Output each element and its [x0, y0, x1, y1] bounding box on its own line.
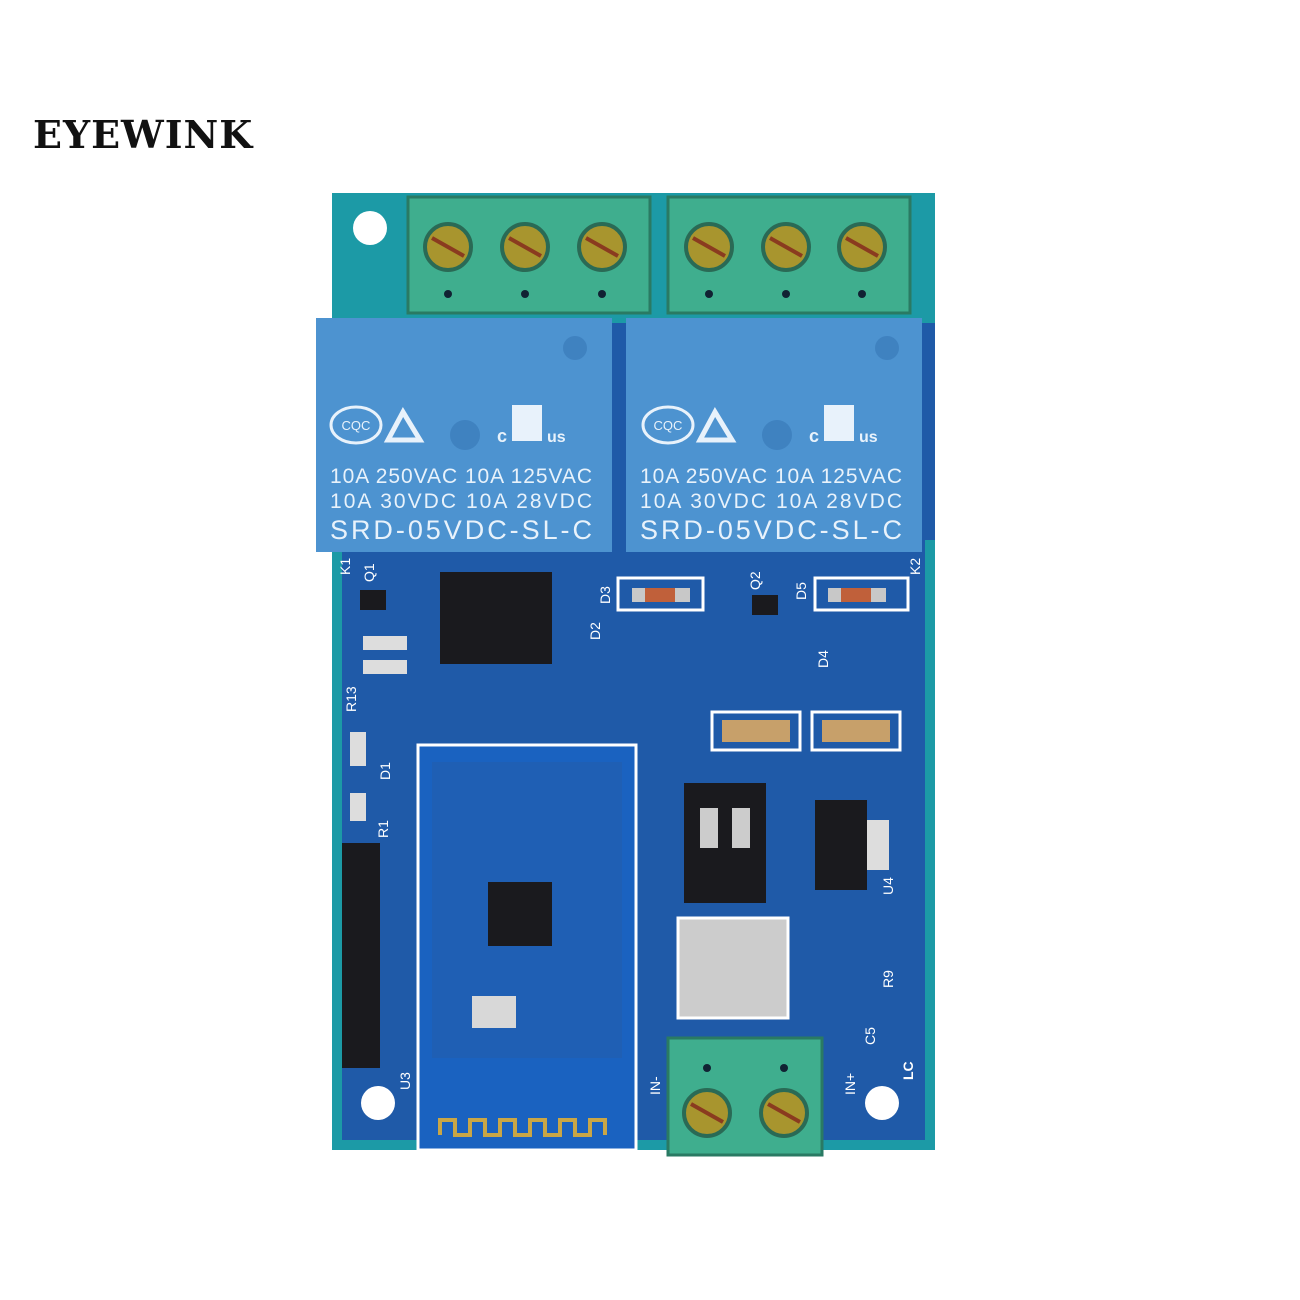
- transistor-q1: [360, 590, 386, 610]
- label-r13: R13: [343, 686, 359, 712]
- label-u3: U3: [397, 1072, 413, 1090]
- ul-us: us: [547, 429, 566, 446]
- relay-model: SRD-05VDC-SL-C: [330, 515, 592, 545]
- label-q1: Q1: [361, 563, 377, 582]
- relay-rating-2: 10A 30VDC 10A 28VDC: [330, 490, 592, 513]
- diode-d5: [813, 576, 910, 612]
- pcb-right-edge: [925, 540, 935, 1150]
- ul-c: c: [497, 426, 507, 446]
- label-d1: D1: [377, 762, 393, 780]
- mount-hole: [361, 1086, 395, 1120]
- relay-rating-1: 10A 250VAC 10A 125VAC: [330, 465, 592, 488]
- relay-rating-1: 10A 250VAC 10A 125VAC: [640, 465, 902, 488]
- mount-hole: [865, 1086, 899, 1120]
- label-k2: K2: [907, 558, 923, 575]
- label-u4: U4: [880, 877, 896, 895]
- cqc-mark: CQC: [342, 418, 371, 433]
- label-in-minus: IN-: [647, 1076, 663, 1095]
- relay-k2: CQC c us 10A 250VAC 10A 125VAC 10A 30VDC…: [626, 318, 922, 552]
- smd-resistor: [363, 660, 407, 674]
- label-d2: D2: [587, 622, 603, 640]
- label-in-plus: IN+: [842, 1073, 858, 1095]
- label-d4: D4: [815, 650, 831, 668]
- cqc-mark: CQC: [654, 418, 683, 433]
- pin-header: [342, 843, 380, 1068]
- regulator-u4: [815, 800, 867, 890]
- relay-rating-2: 10A 30VDC 10A 28VDC: [640, 490, 902, 513]
- capacitor-c3: [710, 710, 802, 752]
- power-terminal-block: [666, 1036, 824, 1157]
- smd-resistor: [350, 793, 366, 821]
- terminal-block-1: [406, 195, 652, 315]
- diode-d3: [616, 576, 705, 612]
- transistor-q2: [752, 595, 778, 615]
- label-r1: R1: [375, 820, 391, 838]
- label-c5: C5: [862, 1027, 878, 1045]
- label-r9: R9: [880, 970, 896, 988]
- relay-k1: CQC c us 10A 250VAC 10A 125VAC 10A 30VDC…: [316, 318, 612, 552]
- pcb-left-edge: [332, 540, 342, 1150]
- terminal-block-2: [666, 195, 912, 315]
- capacitor-c1: [810, 710, 902, 752]
- jumper-header: [684, 783, 766, 903]
- sensor-u1: [676, 916, 790, 1020]
- smd-resistor: [363, 636, 407, 650]
- ul-c: c: [809, 426, 819, 446]
- label-d3: D3: [597, 586, 613, 604]
- label-d5: D5: [793, 582, 809, 600]
- label-q2: Q2: [747, 571, 763, 590]
- relay-model: SRD-05VDC-SL-C: [640, 515, 902, 545]
- smd-led-d1: [350, 732, 366, 766]
- label-k1: K1: [337, 558, 353, 575]
- brand-watermark: EYEWINK: [33, 112, 254, 157]
- bluetooth-module-u3: [416, 743, 638, 1152]
- mount-hole: [353, 211, 387, 245]
- label-lc: LC: [900, 1061, 916, 1080]
- ic-chip: [440, 572, 552, 664]
- ul-us: us: [859, 429, 878, 446]
